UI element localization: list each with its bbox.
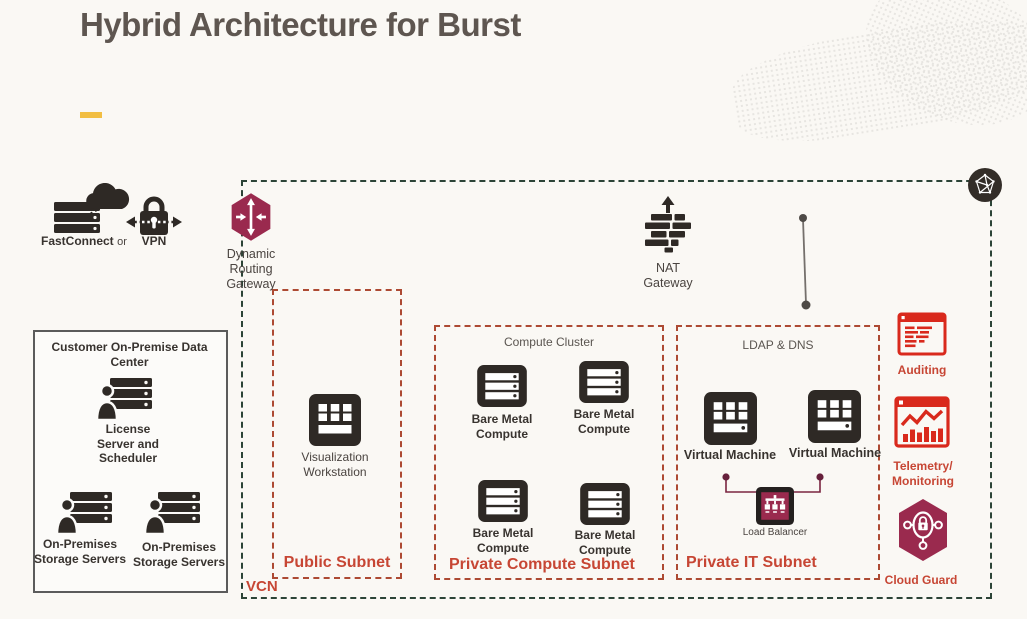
virtual-machine-icon (808, 390, 861, 443)
private-it-subnet-boundary: LDAP & DNS Private IT Subnet (676, 325, 880, 580)
telemetry-monitoring-icon (894, 396, 950, 448)
license-server-icon (96, 378, 152, 420)
page-title: Hybrid Architecture for Burst (80, 6, 521, 43)
load-balancer-icon (756, 487, 794, 525)
compute-cluster-title: Compute Cluster (503, 335, 595, 349)
bare-metal-compute-label: Bare Metal Compute (472, 526, 534, 555)
public-subnet-label: Public Subnet (283, 554, 391, 571)
cloud-guard-label: Cloud Guard (884, 573, 958, 587)
storage-servers-icon (144, 492, 200, 534)
virtual-machine-icon (704, 392, 757, 445)
dynamic-routing-gateway-icon (231, 193, 271, 241)
visualization-workstation-label: Visualization Workstation (301, 450, 369, 479)
virtual-machine-label: Virtual Machine (683, 448, 777, 462)
vcn-boundary: VCN (241, 180, 992, 599)
title-accent-dash (80, 112, 102, 118)
private-it-subnet-label: Private IT Subnet (686, 554, 817, 571)
license-server-label: License Server and Scheduler (96, 422, 160, 466)
or-label: or (117, 236, 127, 248)
bare-metal-compute-label: Bare Metal Compute (573, 407, 635, 436)
private-compute-subnet-boundary: Compute Cluster Private Compute Subnet (434, 325, 664, 580)
auditing-label: Auditing (897, 363, 947, 377)
nat-gateway-icon (645, 196, 691, 253)
visualization-workstation-icon (309, 394, 361, 446)
vpn-lock-icon (126, 196, 182, 235)
bare-metal-compute-label: Bare Metal Compute (471, 412, 533, 441)
storage-servers-icon (56, 492, 112, 534)
ldap-dns-title: LDAP & DNS (742, 338, 814, 352)
bare-metal-compute-icon (580, 483, 630, 525)
bare-metal-compute-icon (477, 365, 527, 407)
drg-label: Dynamic Routing Gateway (226, 247, 276, 291)
vcn-label: VCN (246, 578, 278, 595)
auditing-icon (897, 312, 947, 356)
cloud-icon (86, 183, 130, 209)
private-compute-subnet-label: Private Compute Subnet (449, 556, 635, 573)
bare-metal-compute-label: Bare Metal Compute (574, 528, 636, 557)
cloud-guard-icon (899, 499, 947, 561)
bare-metal-compute-icon (478, 480, 528, 522)
telemetry-monitoring-label: Telemetry/ Monitoring (892, 459, 954, 488)
fastconnect-label: FastConnect (41, 234, 114, 248)
nat-gateway-label: NAT Gateway (643, 261, 693, 290)
public-subnet-boundary: Public Subnet (272, 289, 402, 579)
vcn-corner-icon (968, 168, 1002, 202)
virtual-machine-label: Virtual Machine (788, 446, 882, 460)
bare-metal-compute-icon (579, 361, 629, 403)
storage-servers-label: On-Premises Storage Servers (33, 537, 127, 566)
on-premise-title: Customer On-Premise Data Center (51, 340, 208, 369)
vpn-label: VPN (141, 234, 167, 248)
load-balancer-label: Load Balancer (742, 527, 808, 538)
storage-servers-label: On-Premises Storage Servers (132, 540, 226, 569)
on-premise-datacenter-box: Customer On-Premise Data Center (33, 330, 228, 593)
